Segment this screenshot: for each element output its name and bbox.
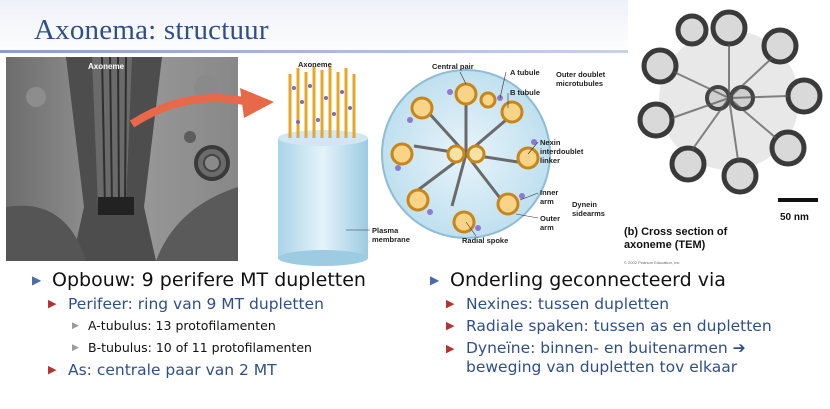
right-arrow-icon: ➔ (732, 339, 746, 357)
bullet-triangle-icon: ▶ (446, 297, 455, 310)
bullet-l1: ▶ Opbouw: 9 perifere MT dupletten (32, 268, 424, 293)
em-micrograph (6, 57, 238, 261)
pointer-arrow-icon (129, 88, 274, 128)
label-inner-arm: Inner arm (540, 188, 559, 206)
bullet-triangle-icon: ▶ (430, 273, 440, 287)
bullet-text: B-tubulus: 10 of 11 protofilamenten (88, 340, 312, 355)
label-dynein: Dynein sidearms (572, 200, 605, 218)
copyright-note: © 2002 Pearson Education, Inc (624, 260, 680, 265)
label-radial-spoke: Radial spoke (462, 236, 509, 245)
bullet-triangle-icon: ▶ (446, 342, 455, 355)
bullet-triangle-icon: ▶ (48, 297, 57, 310)
bullet-triangle-icon: ▶ (32, 273, 42, 287)
bullet-l3: ▶ A-tubulus: 13 protofilamenten (72, 315, 424, 337)
bullet-triangle-icon: ▶ (48, 363, 57, 376)
bullet-l3: ▶ B-tubulus: 10 of 11 protofilamenten (72, 337, 424, 359)
bullet-triangle-icon: ▶ (446, 319, 455, 332)
left-bullet-column: ▶ Opbouw: 9 perifere MT dupletten ▶ Peri… (32, 268, 424, 381)
tem-cross-section (628, 0, 830, 210)
title-divider (0, 50, 632, 53)
label-outer-arm: Outer arm (540, 214, 561, 232)
scale-bar-label: 50 nm (780, 212, 809, 223)
bullet-triangle-icon: ▶ (72, 343, 79, 353)
label-outer-doublet: Outer doublet microtubules (556, 70, 606, 88)
bullet-text: Perifeer: ring van 9 MT dupletten (68, 295, 324, 313)
bullet-l2: ▶ As: centrale paar van 2 MT (48, 359, 424, 381)
label-b-tubule: B tubule (510, 88, 540, 97)
bullet-l2: ▶ Dyneïne: binnen- en buitenarmen ➔ bewe… (446, 339, 826, 377)
bullet-l1: ▶ Onderling geconnecteerd via (430, 268, 826, 293)
axoneme-diagram: Axoneme Central pair A tubule B tubule O… (238, 58, 618, 268)
slide-title: Axonema: structuur (34, 14, 269, 46)
bullet-text: Opbouw: 9 perifere MT dupletten (52, 269, 366, 291)
bullet-text: A-tubulus: 13 protofilamenten (88, 318, 276, 333)
bullet-text: Radiale spaken: tussen as en dupletten (466, 317, 772, 335)
bullet-text-continued: beweging van dupletten tov elkaar (466, 358, 738, 376)
figure-caption: (b) Cross section of axoneme (TEM) (624, 226, 728, 251)
bullet-l2: ▶ Perifeer: ring van 9 MT dupletten (48, 293, 424, 315)
label-axoneme: Axoneme (298, 60, 332, 69)
em-axoneme-label: Axoneme (88, 62, 125, 71)
title-band (0, 0, 628, 56)
label-nexin: Nexin interdoublet linker (540, 138, 584, 165)
bullet-triangle-icon: ▶ (72, 321, 79, 331)
bullet-text: Dyneïne: binnen- en buitenarmen (466, 339, 728, 357)
bullet-l2: ▶ Radiale spaken: tussen as en dupletten (446, 315, 826, 337)
right-bullet-column: ▶ Onderling geconnecteerd via ▶ Nexines:… (430, 268, 826, 377)
bullet-l2: ▶ Nexines: tussen dupletten (446, 293, 826, 315)
label-plasma-membrane: Plasma membrane (372, 226, 410, 244)
bullet-text: As: centrale paar van 2 MT (68, 361, 277, 379)
bullet-text: Nexines: tussen dupletten (466, 295, 670, 313)
label-a-tubule: A tubule (510, 68, 540, 77)
bullet-text: Onderling geconnecteerd via (450, 269, 726, 291)
label-central-pair: Central pair (432, 62, 474, 71)
